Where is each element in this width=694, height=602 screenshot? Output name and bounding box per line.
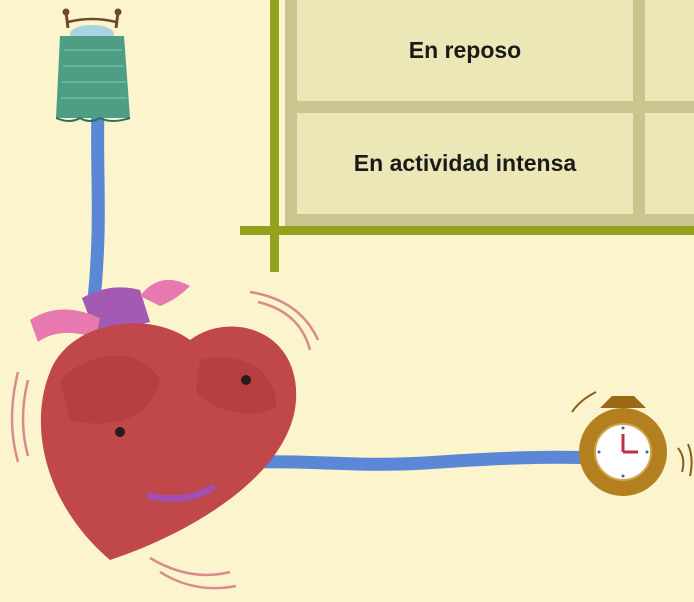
clock-icon <box>571 391 693 496</box>
heart-rate-table: En reposo En actividad intensa <box>285 0 694 226</box>
row-value-intense-activity[interactable] <box>645 113 694 214</box>
bed-icon <box>55 8 131 122</box>
row-label-rest: En reposo <box>297 0 633 101</box>
accent-bar-vertical <box>270 0 279 272</box>
tube-to-clock <box>243 450 607 471</box>
tube-to-bed <box>87 103 105 307</box>
row-label-intense-activity: En actividad intensa <box>297 113 633 214</box>
row-value-rest[interactable] <box>645 0 694 101</box>
accent-bar-horizontal <box>240 226 694 235</box>
heart-character-icon <box>30 279 297 560</box>
heart-motion-lines <box>10 290 320 590</box>
